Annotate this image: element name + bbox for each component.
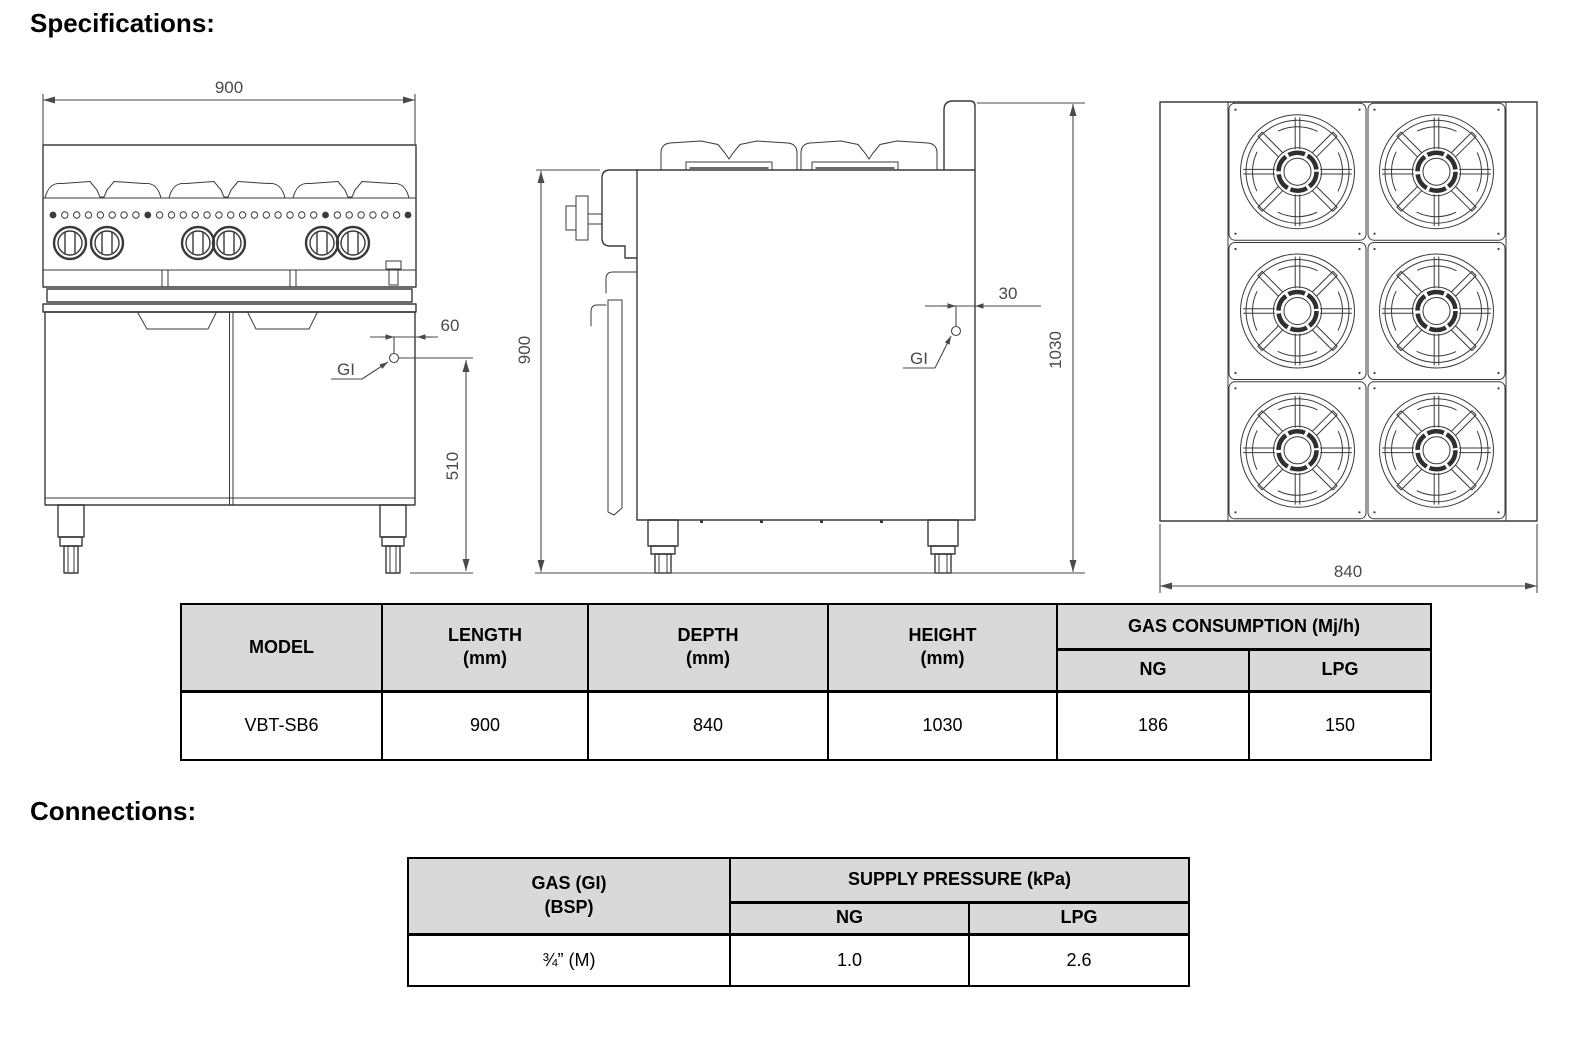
spec-value-gas-lpg: 150: [1248, 690, 1432, 761]
control-knobs: [52, 225, 371, 261]
spec-value-length: 900: [381, 690, 589, 761]
spec-header-gas-consumption: GAS CONSUMPTION (Mj/h): [1056, 603, 1432, 651]
front-gas-inlet: [388, 352, 400, 364]
spec-value-gas-ng: 186: [1056, 690, 1250, 761]
side-trivets: [660, 140, 798, 171]
burner-grid: [1228, 102, 1506, 520]
spec-header-model: MODEL: [180, 603, 383, 693]
side-view-dimensions: 900 1030 30 GI: [515, 102, 1085, 574]
door-handle-left: [137, 312, 217, 330]
front-width-dim: 900: [215, 78, 243, 97]
conn-header-supply-pressure: SUPPLY PRESSURE (kPa): [729, 857, 1190, 904]
conn-value-ng: 1.0: [729, 933, 970, 987]
spec-value-model: VBT-SB6: [180, 690, 383, 761]
conn-value-size: ¾” (M): [407, 933, 731, 987]
side-view-body: [565, 100, 976, 574]
door-handle-right: [247, 312, 318, 330]
rear-riser: [943, 100, 976, 171]
front-gas-height-dim: 510: [443, 452, 462, 480]
side-gas-inlet-label: GI: [910, 349, 928, 368]
gas-valve: [385, 260, 402, 286]
connections-table-row: ¾” (M) 1.0 2.6: [407, 933, 1190, 987]
side-legs: [647, 519, 959, 574]
burner-trivets: [44, 180, 162, 199]
side-total-height-dim: 1030: [1046, 331, 1065, 369]
spec-table-row: VBT-SB6 900 840 1030 186 150: [180, 690, 1432, 761]
spec-header-height: HEIGHT (mm): [827, 603, 1058, 693]
front-legs: [57, 504, 407, 574]
top-view-drawing: 840: [1159, 101, 1538, 593]
conn-header-ng: NG: [729, 901, 970, 936]
spec-table: MODEL LENGTH (mm) DEPTH (mm) HEIGHT (mm)…: [180, 603, 1432, 761]
side-control-panel: [601, 169, 638, 259]
front-gas-inlet-label: GI: [337, 360, 355, 379]
top-view-body: [1159, 101, 1538, 522]
top-view-dimensions: 840: [1159, 524, 1538, 593]
conn-header-gas: GAS (GI) (BSP): [407, 857, 731, 936]
side-view-drawing: 900 1030 30 GI: [515, 100, 1085, 574]
front-view-dimensions: 900 60 510 GI: [42, 78, 473, 574]
spec-value-depth: 840: [587, 690, 829, 761]
side-knob: [565, 195, 603, 241]
side-gas-inlet: [950, 325, 962, 337]
side-body-height-dim: 900: [515, 336, 534, 364]
connections-table: GAS (GI) (BSP) SUPPLY PRESSURE (kPa) NG …: [407, 857, 1190, 987]
spec-value-height: 1030: [827, 690, 1058, 761]
side-door-edge: [607, 299, 623, 516]
specifications-heading: Specifications:: [30, 8, 215, 38]
front-view-drawing: 900 60 510 GI: [42, 78, 473, 574]
side-gas-offset-dim: 30: [999, 284, 1018, 303]
conn-value-lpg: 2.6: [968, 933, 1190, 987]
spec-header-length: LENGTH (mm): [381, 603, 589, 693]
spec-header-lpg: LPG: [1248, 648, 1432, 693]
connections-heading: Connections:: [30, 796, 197, 826]
spec-header-depth: DEPTH (mm): [587, 603, 829, 693]
top-depth-dim: 840: [1334, 562, 1362, 581]
spec-header-ng: NG: [1056, 648, 1250, 693]
conn-header-lpg: LPG: [968, 901, 1190, 936]
front-view-body: [42, 144, 417, 574]
vent-holes: [49, 211, 412, 219]
front-gas-offset-dim: 60: [441, 316, 460, 335]
